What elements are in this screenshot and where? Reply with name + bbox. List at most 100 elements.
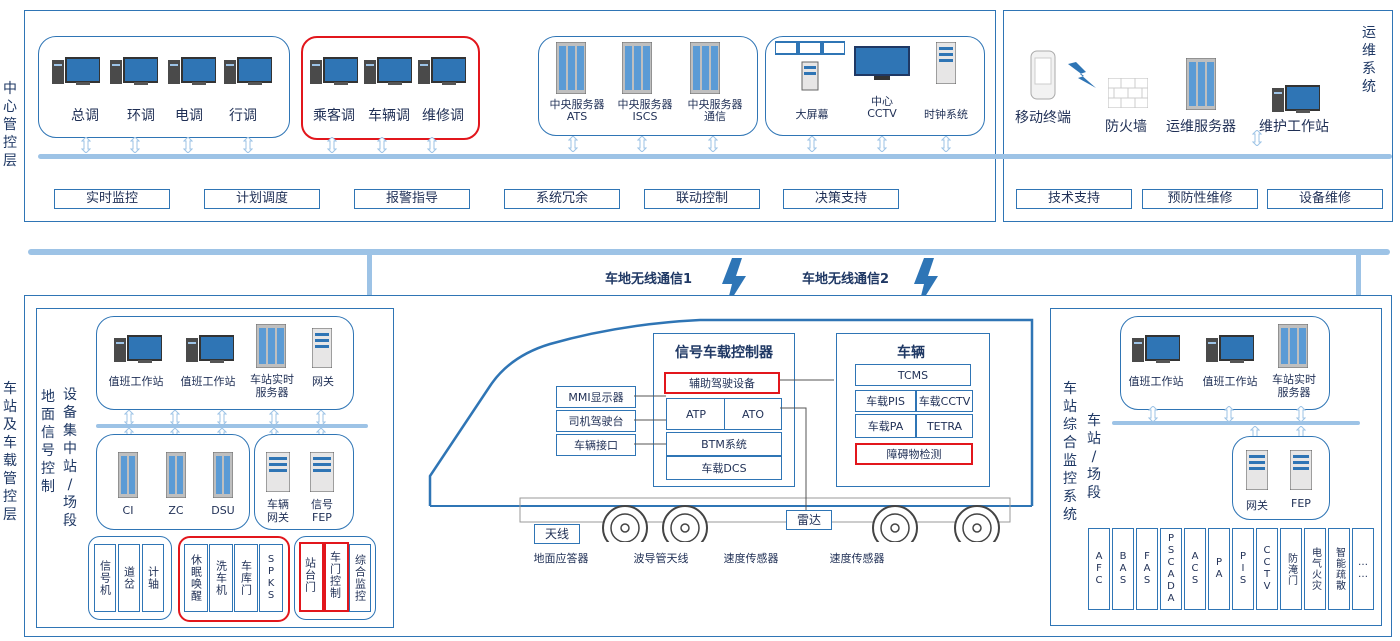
connector-arrow (568, 136, 578, 152)
subsystem-cell: …… (1352, 528, 1374, 610)
server-label: 中央服务器 ISCS (617, 98, 673, 123)
station-top-label: 车站实时 服务器 (250, 373, 294, 399)
workstation-icon (418, 57, 466, 85)
station-layer-label: 车站及车载管控层 (3, 381, 17, 523)
connector-arrow (217, 410, 227, 426)
cctv-monitor-icon (854, 46, 910, 80)
dispatch-red-label: 车辆调 (368, 108, 410, 124)
wireless-bus (28, 249, 1390, 255)
ops-function-box: 设备维修 (1267, 189, 1383, 209)
subsystem-cell: CCTV (1256, 528, 1278, 610)
btm-cell: BTM系统 (666, 432, 782, 456)
station-top-label: 值班工作站 (108, 375, 164, 388)
center-bus (38, 154, 1392, 159)
platform-door-red-box (299, 542, 324, 612)
gateway-icon (266, 452, 290, 492)
dispatch-red-label: 维修调 (422, 108, 464, 124)
wireless-label: 车地无线通信2 (802, 272, 890, 287)
signal-controller-title: 信号车载控制器 (675, 345, 773, 361)
workstation-icon (1206, 335, 1254, 363)
server-label: 中央服务器 ATS (549, 98, 605, 123)
vehicle-item-cell: 车载CCTV (916, 390, 973, 412)
function-box: 系统冗余 (504, 189, 620, 209)
dispatch-red-group (301, 36, 480, 140)
server-rack-icon (1278, 324, 1308, 368)
connector-arrow (243, 137, 253, 153)
workstation-icon (1272, 85, 1320, 113)
server-rack-icon (690, 42, 720, 94)
workstation-icon (168, 57, 216, 85)
connector-arrow (807, 136, 817, 152)
train-bottom-label: 速度传感器 (723, 552, 779, 565)
subsystem-cell: PA (1208, 528, 1230, 610)
atp-cell: ATP (666, 398, 726, 430)
ops-item-label: 防火墙 (1105, 119, 1147, 135)
display-label: 大屏幕 (795, 108, 829, 121)
obstacle-detection-cell: 障碍物检测 (855, 443, 973, 465)
depot-device-cell: 休眠唤醒 (184, 544, 208, 612)
workstation-icon (1132, 335, 1180, 363)
ops-item-label: 维护工作站 (1259, 119, 1329, 135)
depot-device-cell: 车库门 (234, 544, 258, 612)
train-bottom-label: 地面应答器 (533, 552, 589, 565)
train-outline (428, 318, 1034, 542)
dispatch-red-label: 乘客调 (313, 108, 355, 124)
connector-arrow (1148, 406, 1158, 422)
dispatch-label: 总调 (71, 108, 99, 124)
connector-arrow (170, 410, 180, 426)
server-rack-icon (213, 452, 233, 498)
wireless-signal-icon (1068, 62, 1096, 88)
connector-arrow (327, 137, 337, 153)
gateway-icon (312, 328, 332, 368)
lightning-icon (722, 258, 746, 308)
right-sub-label: 车站/场段 (1087, 413, 1101, 501)
connector-arrow (877, 136, 887, 152)
subsystem-cell: FAS (1136, 528, 1158, 610)
connector-arrow (1296, 406, 1306, 422)
connector-arrow (427, 137, 437, 153)
vehicle-item-cell: 车载PA (855, 414, 916, 438)
connector-arrow (1252, 130, 1262, 146)
depot-device-cell: 洗车机 (209, 544, 233, 612)
subsystem-cell: 防淹门 (1280, 528, 1302, 610)
vehicle-title: 车辆 (897, 345, 925, 361)
right-station-bus (1112, 421, 1360, 425)
server-rack-icon (256, 324, 286, 368)
ato-cell: ATO (724, 398, 782, 430)
function-box: 决策支持 (783, 189, 899, 209)
server-rack-icon (622, 42, 652, 94)
dispatch-group (38, 36, 290, 138)
firewall-icon (1108, 78, 1148, 108)
fep-icon (310, 452, 334, 492)
workstation-icon (114, 335, 162, 363)
server-rack-icon (166, 452, 186, 498)
workstation-icon (310, 57, 358, 85)
field-device-cell: 道岔 (118, 544, 140, 612)
connector-arrow (81, 137, 91, 153)
right-station-label: 车站综合监控系统 (1063, 381, 1077, 523)
radar-cell: 雷达 (786, 510, 832, 530)
subsystem-cell: 电气火灾 (1304, 528, 1326, 610)
subsystem-cell: BAS (1112, 528, 1134, 610)
clock-server-icon (936, 42, 956, 84)
train-left-cell: 车辆接口 (556, 434, 636, 456)
function-box: 计划调度 (204, 189, 320, 209)
ops-item-label: 运维服务器 (1166, 119, 1236, 135)
workstation-icon (224, 57, 272, 85)
right-mid-label: FEP (1291, 497, 1311, 510)
interlock-label: DSU (211, 504, 235, 517)
mobile-terminal-icon (1030, 50, 1056, 100)
tcms-cell: TCMS (855, 364, 971, 386)
interlock-label: ZC (168, 504, 184, 517)
station-bus (96, 424, 368, 428)
connector-arrow (637, 136, 647, 152)
ops-function-box: 预防性维修 (1142, 189, 1258, 209)
concentrator-label: 设备集中站/场段 (63, 387, 77, 529)
bus-lines (634, 379, 834, 514)
connector-arrow (124, 410, 134, 426)
function-box: 实时监控 (54, 189, 170, 209)
server-label: 中央服务器 通信 (687, 98, 743, 123)
server-rack-icon (1186, 58, 1216, 110)
train-bottom-label: 速度传感器 (829, 552, 885, 565)
workstation-icon (364, 57, 412, 85)
